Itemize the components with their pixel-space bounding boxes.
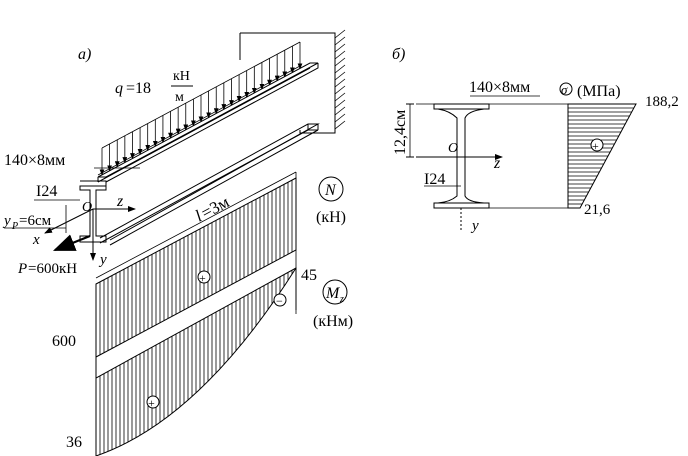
- N-symbol: N: [324, 182, 337, 199]
- load-arrows: [99, 41, 303, 176]
- sigma-circle: [559, 82, 573, 96]
- plate-size-a: 140×8мм: [4, 152, 65, 169]
- diagram-M: [95, 267, 297, 456]
- yP-value: =6см: [19, 213, 52, 229]
- stress-top: 188,2: [645, 94, 679, 110]
- plus-sign-stress: [590, 138, 604, 152]
- height-dim: 12,4см: [392, 110, 409, 155]
- diagram-N: [95, 177, 297, 456]
- value-45: 45: [301, 267, 317, 284]
- plus-sign-N: [197, 270, 211, 284]
- profile-a: I24: [36, 183, 57, 200]
- value-600: 600: [52, 333, 76, 350]
- origin-b: O: [448, 141, 458, 156]
- M-sub: z: [339, 294, 344, 305]
- i-section-front: [79, 180, 107, 243]
- axis-y-a: y: [98, 252, 107, 268]
- N-unit: (кН): [316, 209, 346, 226]
- value-36: 36: [66, 434, 82, 451]
- axis-z-b: z: [493, 155, 501, 172]
- panel-b-label: б): [392, 46, 405, 63]
- plus-N-text: +: [199, 271, 206, 285]
- M-circle: [322, 279, 348, 305]
- force-symbol: P: [17, 261, 27, 277]
- plus-stress-text: +: [592, 139, 599, 153]
- beam-top-flange: [97, 62, 319, 183]
- yP-sub: P: [11, 221, 18, 232]
- section-b: [406, 103, 600, 230]
- M-symbol: M: [325, 285, 341, 302]
- stress-bottom: 21,6: [584, 202, 611, 218]
- axis-x-a: x: [32, 232, 40, 248]
- leaders-a: [4, 167, 140, 229]
- N-circle: [318, 176, 344, 202]
- length-value: =3м: [198, 192, 233, 222]
- stress-diagram: [567, 103, 637, 209]
- minus-M-text: −: [276, 294, 283, 308]
- axis-z-a: z: [116, 193, 124, 210]
- leaders-b: [424, 95, 540, 187]
- q-unit-num: кН: [173, 69, 190, 84]
- axis-y-b: y: [470, 218, 479, 234]
- wall-support: [239, 29, 346, 134]
- q-unit-den: м: [175, 90, 184, 105]
- minus-sign-M: [273, 293, 287, 307]
- plus-sign-M: [146, 395, 160, 409]
- force-value: =600кН: [28, 261, 77, 277]
- sigma-symbol: σ: [561, 82, 568, 97]
- axes-a: [44, 205, 136, 261]
- origin-a: O: [82, 200, 92, 215]
- q-symbol: q: [115, 80, 123, 97]
- M-unit: (кНм): [313, 313, 353, 330]
- panel-a-label: а): [78, 46, 91, 63]
- yP-symbol: y: [2, 213, 11, 229]
- q-eq: =18: [126, 80, 151, 97]
- profile-b: I24: [424, 171, 445, 188]
- plus-M-text: +: [148, 396, 155, 410]
- plate-size-b: 140×8мм: [469, 79, 530, 96]
- sigma-unit: (МПа): [577, 83, 621, 100]
- beam-bottom-flange: [99, 123, 320, 246]
